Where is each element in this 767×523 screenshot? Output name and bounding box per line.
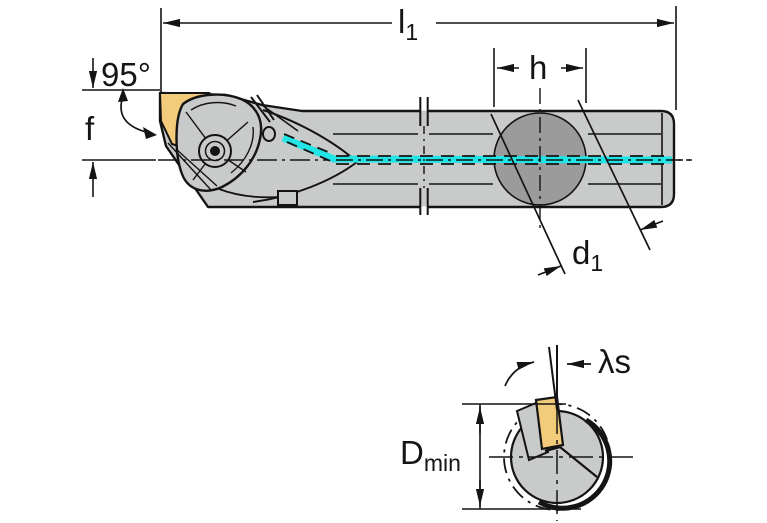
label-95-degrees: 95° <box>101 56 151 93</box>
cross-section-view <box>462 345 634 521</box>
coolant-outlet <box>262 126 276 142</box>
head-contour-thick <box>537 417 613 511</box>
label-h: h <box>529 49 548 86</box>
label-f: f <box>85 110 95 147</box>
clamp-foot <box>277 190 298 206</box>
label-l1: l1 <box>398 3 419 45</box>
clamp-facets <box>167 101 254 191</box>
section-pocket-lines <box>544 445 598 478</box>
label-lambda-s: λs <box>598 343 631 380</box>
dimension-h <box>493 48 587 107</box>
coolant-channel <box>281 133 690 165</box>
section-clamp-strip <box>515 401 550 462</box>
side-view <box>82 6 692 277</box>
head-mechanism <box>218 94 358 206</box>
dimension-95-angle <box>118 88 157 139</box>
dimension-l1 <box>160 6 677 110</box>
label-d1: d1 <box>572 234 604 276</box>
shank-silhouette-lines <box>261 104 663 205</box>
dimension-f <box>82 58 160 197</box>
dimension-d1 <box>490 99 664 277</box>
clamp-screw <box>198 134 232 168</box>
dimension-dmin <box>462 403 581 510</box>
dimension-lambda-s <box>504 345 591 411</box>
label-dmin: Dmin <box>400 434 461 476</box>
